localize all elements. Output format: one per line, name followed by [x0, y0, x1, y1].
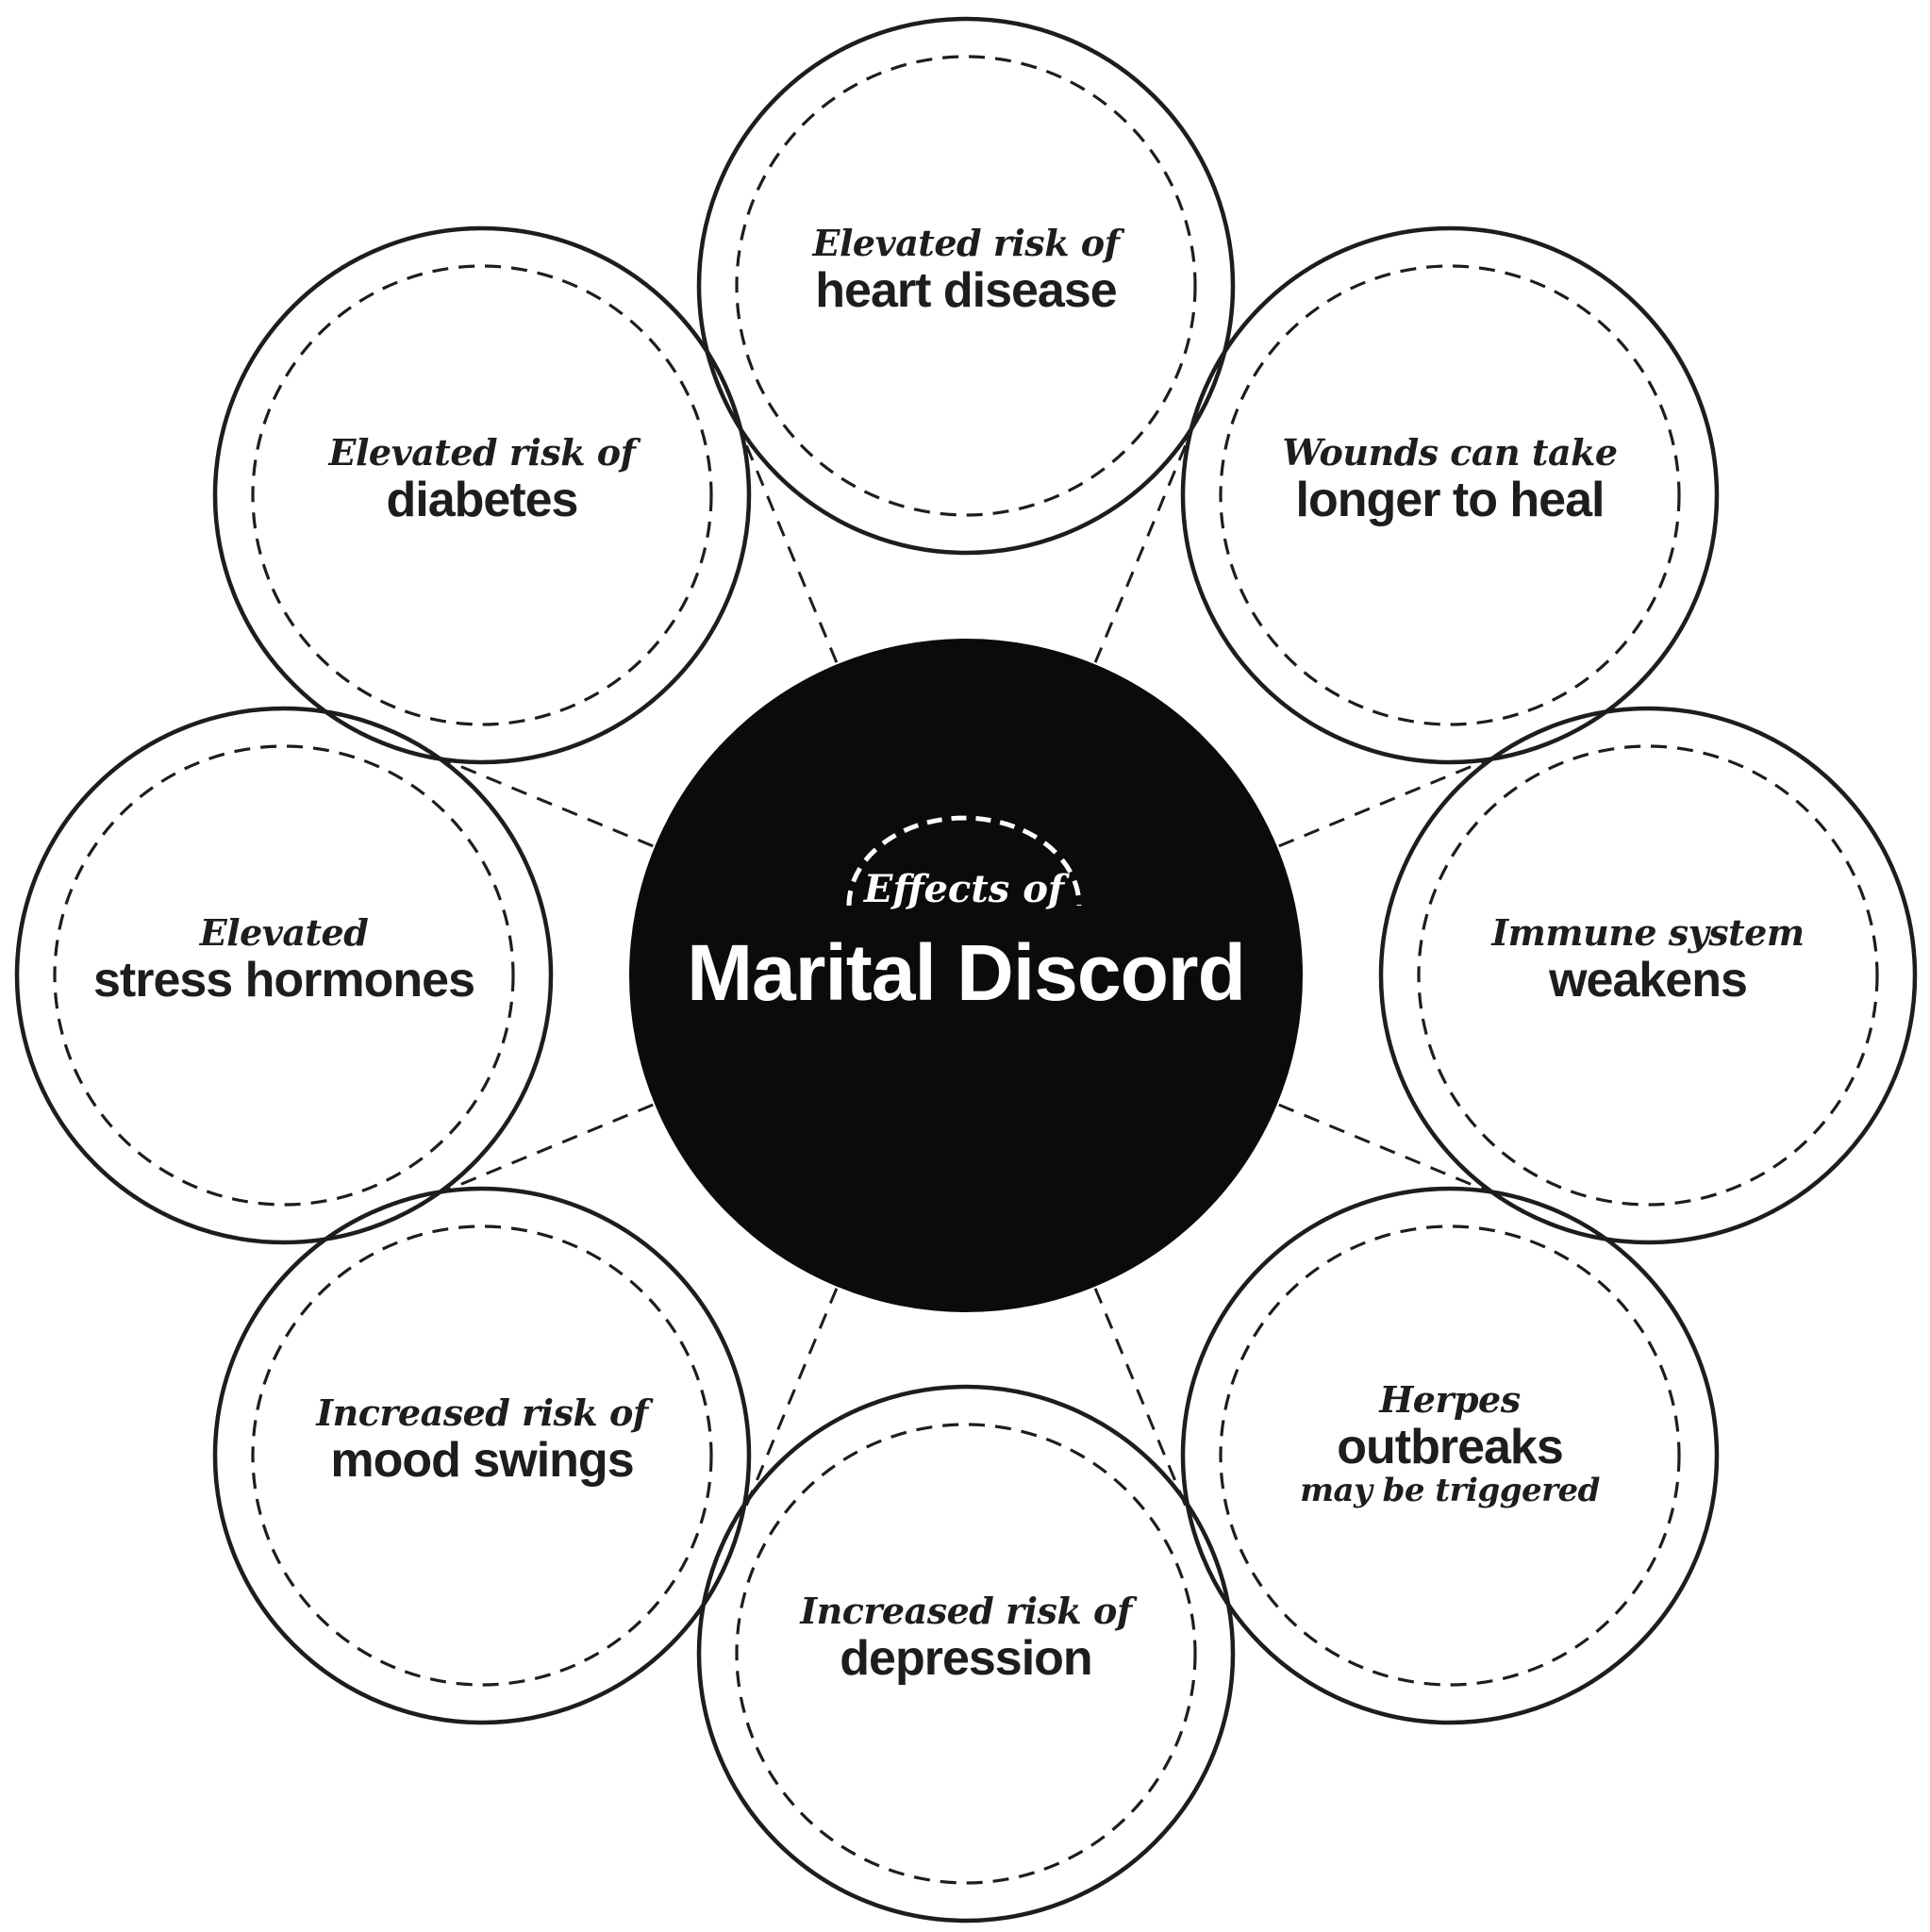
node-fill-depression	[699, 1387, 1233, 1921]
node-labels: Elevated risk of heart disease Wounds ca…	[93, 222, 1805, 1686]
node-outline-diabetes	[212, 225, 752, 765]
node-dashed-ring-heart-disease	[735, 55, 1197, 517]
node-fill-longer-to-heal	[1183, 228, 1717, 762]
node-outline-depression	[696, 1384, 1236, 1924]
node-label-heart-disease: heart disease	[815, 263, 1116, 318]
node-eyebrow-heart-disease: Elevated risk of	[812, 222, 1125, 264]
connector-line-nw	[431, 753, 679, 858]
node-label-diabetes: diabetes	[387, 473, 578, 527]
node-ring-diabetes	[212, 225, 752, 765]
node-dashed-ring-immune-weakens	[1417, 744, 1879, 1207]
node-outline-heart-disease	[696, 16, 1236, 556]
node-outline-mood-swings	[212, 1186, 752, 1725]
node-ring-longer-to-heal	[1180, 225, 1720, 765]
node-outline-immune-weakens	[1378, 706, 1918, 1245]
node-text-diabetes: Elevated risk of diabetes	[328, 431, 642, 527]
node-dashed-ring-stress-hormones	[53, 744, 515, 1207]
node-fills	[17, 19, 1915, 1921]
connector-line-se	[1253, 1092, 1501, 1198]
node-text-immune-weakens: Immune system weakens	[1490, 911, 1805, 1008]
connector-line-sse	[1083, 1262, 1189, 1509]
node-ring-immune-weakens	[1378, 706, 1918, 1245]
node-ring-heart-disease	[696, 16, 1236, 556]
node-text-depression: Increased risk of depression	[799, 1590, 1138, 1686]
connector-line-ssw	[743, 1262, 849, 1509]
center-title: Marital Discord	[687, 928, 1245, 1017]
node-dashed-ring-mood-swings	[251, 1224, 713, 1687]
node-ring-mood-swings	[212, 1186, 752, 1725]
node-outline-herpes-outbreaks	[1180, 1186, 1720, 1725]
node-fill-immune-weakens	[1381, 708, 1915, 1242]
node-text-stress-hormones: Elevated stress hormones	[93, 911, 475, 1008]
node-label-stress-hormones: stress hormones	[93, 953, 474, 1008]
node-eyebrow-diabetes: Elevated risk of	[328, 431, 641, 474]
connector-line-nne	[1083, 441, 1189, 689]
connector-lines	[431, 441, 1501, 1509]
node-text-mood-swings: Increased risk of mood swings	[315, 1391, 654, 1488]
node-label-mood-swings: mood swings	[330, 1433, 633, 1488]
node-text-longer-to-heal: Wounds can take longer to heal	[1282, 431, 1618, 527]
node-fill-heart-disease	[699, 19, 1233, 553]
node-rings	[14, 16, 1918, 1924]
connector-line-ne	[1253, 753, 1501, 858]
node-label-immune-weakens: weakens	[1548, 953, 1747, 1008]
node-fill-herpes-outbreaks	[1183, 1189, 1717, 1723]
node-eyebrow-depression: Increased risk of	[799, 1590, 1137, 1632]
node-ring-herpes-outbreaks	[1180, 1186, 1720, 1725]
node-fill-mood-swings	[215, 1189, 749, 1723]
node-ring-stress-hormones	[14, 706, 554, 1245]
node-eyebrow-mood-swings: Increased risk of	[315, 1391, 653, 1434]
node-eyebrow-longer-to-heal: Wounds can take	[1282, 431, 1617, 474]
node-dashed-ring-diabetes	[251, 264, 713, 726]
center-circle	[629, 639, 1303, 1312]
connector-line-nnw	[743, 441, 849, 689]
node-eyebrow-stress-hormones: Elevated	[199, 911, 369, 954]
center-hub: Effects of Marital Discord	[629, 639, 1303, 1312]
node-subtext-herpes-outbreaks: may be triggered	[1300, 1472, 1601, 1509]
node-dashed-ring-depression	[735, 1423, 1197, 1885]
node-label-longer-to-heal: longer to heal	[1296, 473, 1605, 527]
node-eyebrow-herpes-outbreaks: Herpes	[1378, 1378, 1520, 1421]
node-outline-longer-to-heal	[1180, 225, 1720, 765]
node-label-depression: depression	[840, 1631, 1091, 1686]
node-text-heart-disease: Elevated risk of heart disease	[812, 222, 1126, 318]
node-eyebrow-immune-weakens: Immune system	[1490, 911, 1804, 954]
node-dashed-ring-longer-to-heal	[1219, 264, 1681, 726]
node-text-herpes-outbreaks: Herpes outbreaks may be triggered	[1300, 1378, 1601, 1509]
center-eyebrow: Effects of	[863, 867, 1070, 911]
node-label-herpes-outbreaks: outbreaks	[1337, 1420, 1563, 1474]
node-ring-depression	[696, 1384, 1236, 1924]
center-dashed-arc	[846, 815, 1082, 907]
node-outline-stress-hormones	[14, 706, 554, 1245]
node-fill-stress-hormones	[17, 708, 551, 1242]
node-dashed-ring-herpes-outbreaks	[1219, 1224, 1681, 1687]
connector-line-sw	[431, 1092, 679, 1198]
node-fill-diabetes	[215, 228, 749, 762]
